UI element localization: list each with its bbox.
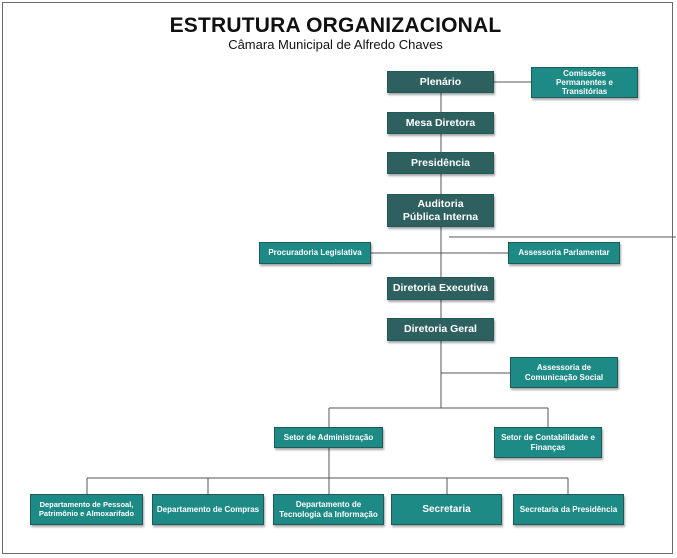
node-auditoria: Auditoria Pública Interna [387, 194, 494, 227]
node-dep-compras: Departamento de Compras [152, 494, 264, 525]
node-assessoria-comunicacao: Assessoria de Comunicação Social [510, 357, 618, 388]
node-diretoria-geral: Diretoria Geral [387, 318, 494, 341]
node-plenario: Plenário [387, 71, 494, 93]
node-mesa-diretora: Mesa Diretora [387, 112, 494, 134]
node-procuradoria: Procuradoria Legislativa [259, 242, 371, 264]
node-secretaria: Secretaria [391, 494, 502, 525]
node-assessoria-parlamentar: Assessoria Parlamentar [508, 242, 620, 264]
node-presidencia: Presidência [387, 152, 494, 174]
node-setor-administracao: Setor de Administração [274, 427, 383, 448]
page-title: ESTRUTURA ORGANIZACIONAL [169, 14, 502, 37]
node-dep-pessoal: Departamento de Pessoal, Patrimônio e Al… [30, 494, 143, 525]
node-secretaria-presidencia: Secretaria da Presidência [513, 494, 624, 525]
node-diretoria-executiva: Diretoria Executiva [387, 277, 494, 300]
node-comissoes: Comissões Permanentes e Transitórias [531, 67, 638, 98]
page-subtitle: Câmara Municipal de Alfredo Chaves [228, 37, 443, 52]
node-setor-contabilidade: Setor de Contabilidade e Finanças [494, 427, 602, 458]
node-dep-ti: Departamento de Tecnologia da Informação [273, 494, 384, 525]
